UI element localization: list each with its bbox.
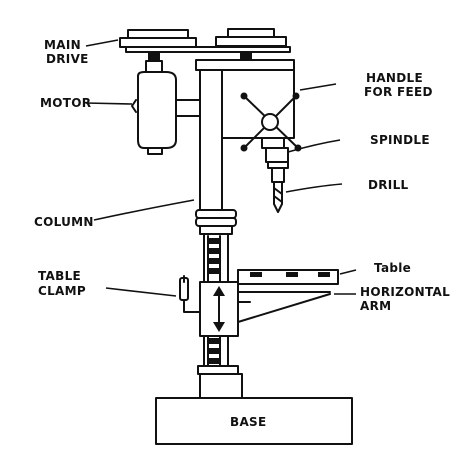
label-table-clamp-2: CLAMP <box>38 284 86 298</box>
table-clamp <box>179 275 201 313</box>
label-horizontal-arm-2: ARM <box>360 299 391 313</box>
label-motor: MOTOR <box>40 96 91 110</box>
label-table-clamp-1: TABLE <box>38 269 81 283</box>
motor <box>131 60 201 155</box>
label-column: COLUMN <box>34 215 94 229</box>
label-base: BASE <box>230 415 266 429</box>
column-rack-lower <box>207 333 221 367</box>
column-foot <box>197 365 243 399</box>
label-handle-2: FOR FEED <box>364 85 433 99</box>
drill-head <box>195 59 295 201</box>
main-drive-pulleys <box>119 28 291 61</box>
label-main-drive-2: DRIVE <box>46 52 89 66</box>
feed-handle <box>240 92 302 152</box>
base <box>155 397 353 445</box>
label-horizontal-arm-1: HORIZONTAL <box>360 285 450 299</box>
label-main-drive-1: MAIN <box>44 38 81 52</box>
leader-lines <box>85 39 357 297</box>
table-bracket <box>199 281 239 337</box>
horizontal-arm <box>237 291 331 323</box>
label-spindle: SPINDLE <box>370 133 430 147</box>
label-drill: DRILL <box>368 178 409 192</box>
label-table: Table <box>374 261 411 275</box>
drill-bit <box>271 167 285 213</box>
label-handle-1: HANDLE <box>366 71 423 85</box>
column-rack-upper <box>207 235 221 283</box>
work-table <box>237 269 339 285</box>
